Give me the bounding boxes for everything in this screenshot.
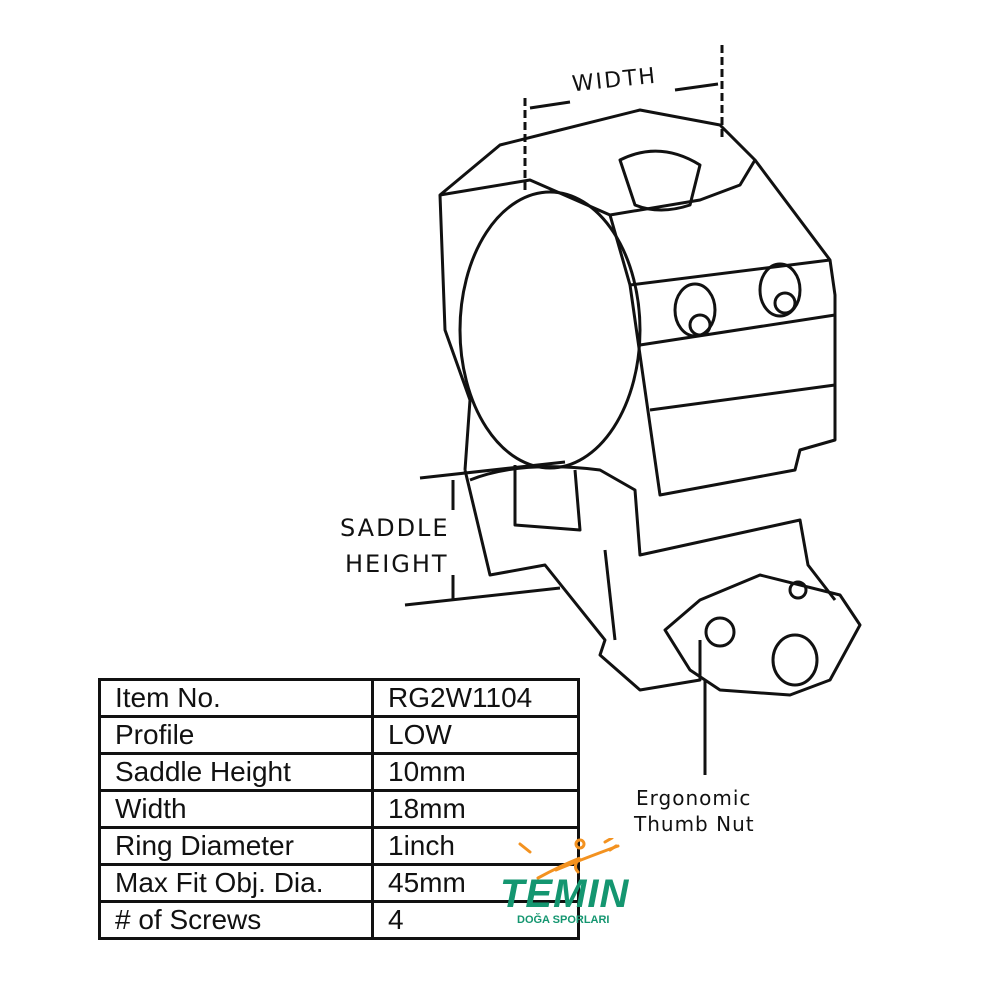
width-dimension <box>523 45 724 190</box>
saddle-height-dimension <box>404 460 566 607</box>
saddle-height-label-line2: HEIGHT <box>345 550 449 578</box>
thumb-nut <box>663 573 862 697</box>
spec-key: Width <box>98 789 374 829</box>
screw-hole <box>673 282 717 338</box>
spec-value: 10mm <box>371 752 580 792</box>
saddle-height-label-line1: SADDLE <box>340 514 450 542</box>
spec-key: # of Screws <box>98 900 374 940</box>
logo-name: TEMIN <box>500 872 630 916</box>
temin-logo: TEMIN DOĞA SPORLARI <box>500 838 650 938</box>
table-row: Item No.RG2W1104 <box>98 678 580 718</box>
screw-hole <box>758 262 802 318</box>
ring-top-cap <box>438 108 757 217</box>
spec-value: 1inch <box>371 826 580 866</box>
spec-key: Max Fit Obj. Dia. <box>98 863 374 903</box>
spec-value: RG2W1104 <box>371 678 580 718</box>
spec-key: Ring Diameter <box>98 826 374 866</box>
ring-bore <box>458 190 642 470</box>
spec-value: LOW <box>371 715 580 755</box>
spec-value: 45mm <box>371 863 580 903</box>
runner-figure-icon <box>518 838 620 880</box>
spec-value: 18mm <box>371 789 580 829</box>
table-row: Max Fit Obj. Dia.45mm <box>98 863 580 903</box>
spec-key: Profile <box>98 715 374 755</box>
thumb-nut-label-line2: Thumb Nut <box>634 812 755 836</box>
spec-value: 4 <box>371 900 580 940</box>
spec-key: Item No. <box>98 678 374 718</box>
spec-key: Saddle Height <box>98 752 374 792</box>
logo-tagline: DOĞA SPORLARI <box>517 914 610 926</box>
thumb-nut-label-line1: Ergonomic <box>636 786 752 810</box>
